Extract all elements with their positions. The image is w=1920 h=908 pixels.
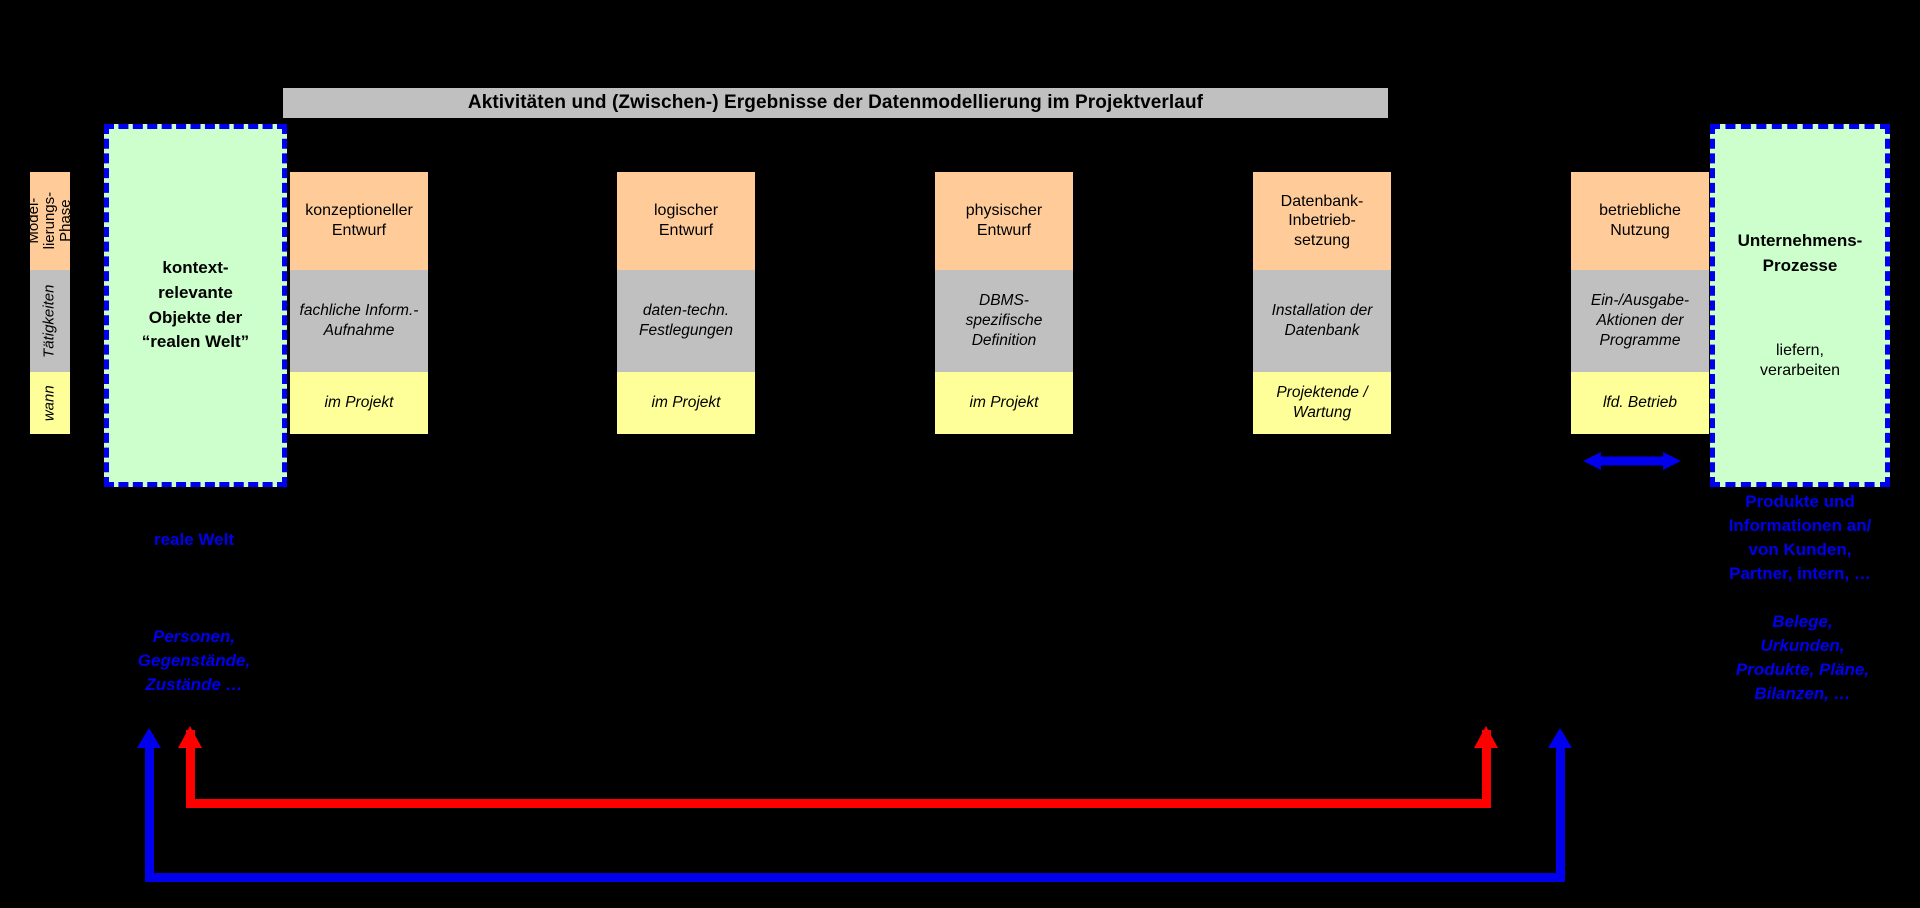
red-feedback-left-riser <box>186 730 195 804</box>
annotation-produkte-line2: Informationen an/ <box>1728 516 1872 536</box>
blue-feedback-right-riser <box>1556 735 1565 878</box>
context-right-sub-line2: verarbeiten <box>1759 362 1841 380</box>
task-line3: Definition <box>971 331 1037 349</box>
bidirectional-arrow-icon <box>1583 452 1681 470</box>
context-box-company-processes: Unternehmens- Prozesse liefern, verarbei… <box>1710 124 1890 487</box>
annotation-personen-line2: Gegenstände, <box>137 651 251 671</box>
task-line2: spezifische <box>965 312 1043 330</box>
context-box-real-world: kontext- relevante Objekte der “realen W… <box>104 124 287 487</box>
phase-column-datenbank-inbetriebsetzung: Datenbank- Inbetrieb-setzung Installation… <box>1253 172 1391 434</box>
task-line1: DBMS- <box>979 292 1029 310</box>
context-left-title: kontext- relevante Objekte der “realen W… <box>142 256 249 355</box>
task-line2: Aufnahme <box>323 322 395 339</box>
red-arrowhead-right-icon <box>1474 726 1498 748</box>
context-left-line2: relevante <box>158 282 233 302</box>
annotation-produkte-informationen: Produkte und Informationen an/ von Kunde… <box>1700 490 1900 587</box>
when-cell: lfd. Betrieb <box>1571 372 1709 434</box>
annotation-belege-line4: Bilanzen, … <box>1754 684 1851 704</box>
phase-line2: Nutzung <box>1610 222 1670 239</box>
when-cell: im Projekt <box>290 372 428 434</box>
blue-arrowhead-right-icon <box>1548 728 1572 748</box>
task-line2: Datenbank <box>1284 322 1360 339</box>
context-right-subtitle: liefern, verarbeiten <box>1760 341 1840 382</box>
phase-line1: logischer <box>653 202 719 220</box>
annotation-belege: Belege, Urkunden, Produkte, Pläne, Bilan… <box>1715 610 1890 707</box>
when-cell: Projektende / Wartung <box>1253 372 1391 434</box>
annotation-personen: Personen, Gegenstände, Zustände … <box>84 625 304 697</box>
context-right-title: Unternehmens- Prozesse <box>1738 229 1863 278</box>
annotation-produkte-line3: von Kunden, <box>1748 540 1852 560</box>
when-cell: im Projekt <box>617 372 755 434</box>
diagram-title: Aktivitäten und (Zwischen-) Ergebnisse d… <box>283 88 1388 118</box>
when-line1: lfd. Betrieb <box>1602 394 1678 412</box>
task-cell: fachliche Inform.- Aufnahme <box>290 270 428 372</box>
red-feedback-horizontal <box>186 799 1491 808</box>
annotation-personen-line3: Zustände … <box>145 675 243 695</box>
when-line1: im Projekt <box>651 394 721 412</box>
when-line1: im Projekt <box>324 394 394 412</box>
row-legend-column: Model- lierungs- Phase Tätigkeiten wann <box>30 172 70 434</box>
legend-task-label: Tätigkeiten <box>40 284 58 358</box>
when-line1: Projektende / <box>1276 384 1368 402</box>
annotation-reale-welt: reale Welt <box>153 530 234 549</box>
task-line3: Programme <box>1599 331 1681 349</box>
annotation-produkte-line1: Produkte und <box>1745 492 1855 511</box>
legend-when-label: wann <box>40 385 58 421</box>
context-left-line3: Objekte der <box>148 307 243 327</box>
red-arrowhead-left-icon <box>178 726 202 748</box>
phase-line2: Inbetrieb- <box>1288 212 1356 230</box>
context-right-sub-line1: liefern, <box>1775 341 1824 359</box>
task-line1: fachliche Inform.- <box>299 302 419 320</box>
annotation-personen-line1: Personen, <box>152 627 236 646</box>
annotation-belege-line1: Belege, <box>1772 612 1833 631</box>
phase-line2: Entwurf <box>976 222 1032 239</box>
phase-line2: Entwurf <box>331 222 387 239</box>
context-right-line1: Unternehmens- <box>1737 231 1863 251</box>
when-line1: im Projekt <box>969 394 1039 412</box>
phase-line1: betriebliche <box>1599 202 1681 220</box>
annotation-belege-line2: Urkunden, <box>1760 636 1845 656</box>
blue-arrowhead-left-icon <box>137 728 161 748</box>
task-line2: Festlegungen <box>639 322 733 339</box>
blue-feedback-left-riser <box>145 735 154 878</box>
task-cell: daten-techn. Festlegungen <box>617 270 755 372</box>
context-right-line2: Prozesse <box>1762 256 1838 276</box>
blue-feedback-horizontal <box>145 873 1565 882</box>
legend-phase-line3: Phase <box>56 199 70 243</box>
task-line1: daten-techn. <box>642 302 730 320</box>
red-feedback-right-riser <box>1482 730 1491 804</box>
context-left-line1: kontext- <box>162 258 229 278</box>
legend-task-row: Tätigkeiten <box>30 270 70 372</box>
legend-when-row: wann <box>30 372 70 434</box>
phase-line2: Entwurf <box>658 222 714 239</box>
task-line2: Aktionen der <box>1596 312 1684 330</box>
annotation-belege-line3: Produkte, Pläne, <box>1735 660 1870 680</box>
task-line1: Ein-/Ausgabe- <box>1590 292 1690 310</box>
legend-phase-row: Model- lierungs- Phase <box>30 172 70 270</box>
when-line2: Wartung <box>1292 404 1352 421</box>
phase-cell: Datenbank- Inbetrieb-setzung <box>1253 172 1391 270</box>
annotation-produkte-line4: Partner, intern, … <box>1729 564 1871 584</box>
phase-line1: konzeptioneller <box>305 202 413 220</box>
legend-phase-line2: lierungs- <box>41 192 59 250</box>
phase-line1: physischer <box>965 202 1043 220</box>
phase-line3: setzung <box>1293 231 1351 249</box>
phase-line1: Datenbank- <box>1280 192 1364 210</box>
task-line1: Installation der <box>1271 302 1373 320</box>
when-cell: im Projekt <box>935 372 1073 434</box>
context-left-line4: “realen Welt” <box>141 332 250 352</box>
